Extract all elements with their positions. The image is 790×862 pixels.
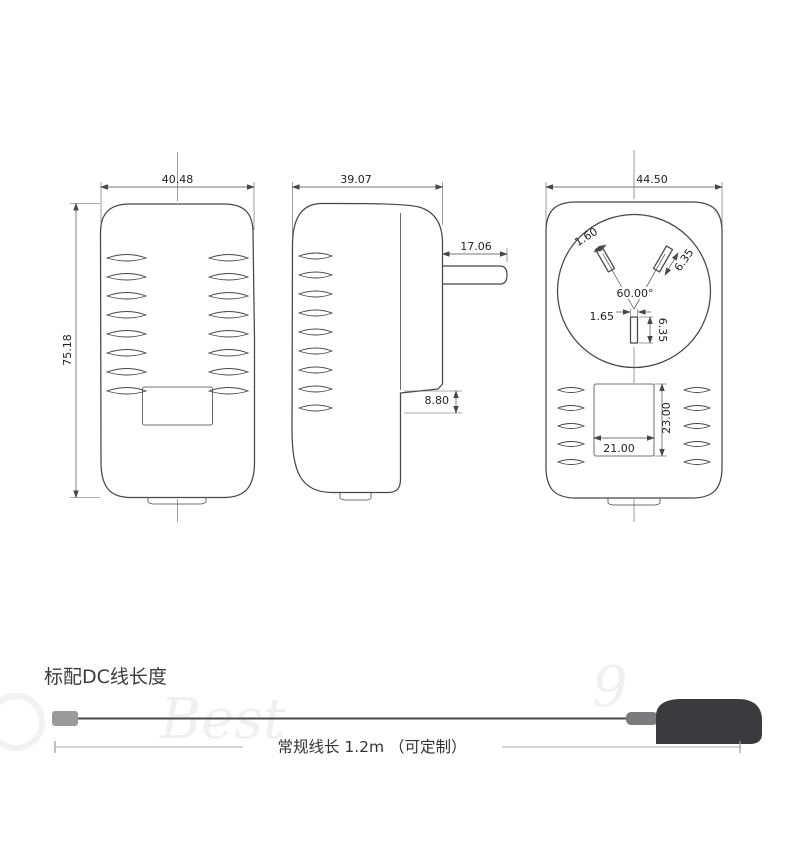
- angle-line-left: [602, 253, 635, 310]
- front-left-vent-slots: [105, 254, 148, 395]
- earth-pin: [629, 316, 639, 344]
- side-pin-dim-label: 17.06: [460, 240, 492, 253]
- front-height-dim-label: 75.18: [61, 334, 74, 366]
- earth-thickness-label: 1.65: [590, 310, 615, 323]
- cable-left-connector: [52, 711, 78, 726]
- watermark-circle: [0, 693, 45, 751]
- front-right-vent-slots: [207, 254, 250, 395]
- front-body-outline: [99, 203, 256, 499]
- dc-cable-section: 标配DC线长度 常规线长 1.2m （可定制）: [44, 666, 762, 756]
- right-pin: [652, 245, 674, 273]
- back-width-dim-label: 44.50: [636, 173, 668, 186]
- dc-cable-title: 标配DC线长度: [44, 666, 167, 688]
- label-width-label: 21.00: [603, 442, 635, 455]
- label-height-label: 23.00: [660, 402, 673, 434]
- side-view-drawing: 39.07 17.06 8.80: [291, 173, 508, 501]
- front-view-drawing: 40.48 75.18: [61, 152, 256, 522]
- back-body-outline: [545, 201, 723, 499]
- angle-line-right: [633, 253, 666, 310]
- side-step-dim-label: 8.80: [425, 394, 450, 407]
- back-view-drawing: 60.00° 1.60 6.35 1.65 6.35 44.50 21.00: [545, 150, 723, 522]
- pin-angle-label: 60.00°: [617, 287, 654, 300]
- pin-thickness-dim-line: [593, 244, 607, 253]
- front-width-dim-label: 40.48: [162, 173, 194, 186]
- side-vent-slots: [297, 252, 334, 412]
- pin-width-dim-line: [664, 252, 679, 276]
- angle-label-backing: [611, 287, 658, 299]
- pin-width-label: 6.35: [672, 246, 697, 274]
- watermark-right-text: 9: [592, 655, 628, 720]
- front-bottom-tab: [147, 497, 207, 505]
- cable-length-label: 常规线长 1.2m （可定制）: [277, 738, 466, 756]
- back-label-plate: [593, 383, 655, 457]
- left-pin: [594, 245, 616, 273]
- side-pin-profile: [441, 265, 508, 285]
- side-body-outline: [291, 202, 444, 494]
- side-bottom-tab: [339, 492, 372, 501]
- dc-plug-strain-relief: [626, 712, 658, 725]
- earth-length-label: 6.35: [656, 318, 669, 343]
- front-label-plate: [142, 386, 213, 426]
- dc-plug-body: [656, 699, 762, 744]
- side-depth-dim-label: 39.07: [340, 173, 372, 186]
- back-left-vent-slots: [556, 387, 586, 465]
- back-right-vent-slots: [682, 387, 712, 465]
- pin-thickness-label: 1.60: [572, 225, 600, 249]
